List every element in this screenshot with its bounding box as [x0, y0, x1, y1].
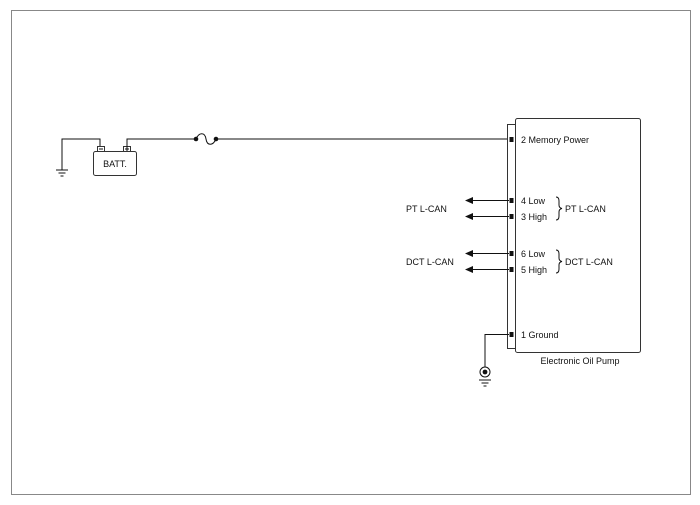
- fuse-symbol: [195, 133, 217, 145]
- dct-brace: [555, 249, 563, 274]
- pin-marker-4: [509, 198, 514, 203]
- electronic-oil-pump-module: [507, 118, 641, 353]
- pt-can-label-left: PT L-CAN: [406, 204, 447, 214]
- pt-high-arrow: [465, 213, 473, 220]
- module-body: [515, 118, 641, 353]
- pt-can-label-right: PT L-CAN: [565, 204, 606, 214]
- pin-label-dct-low: 6 Low: [521, 249, 546, 259]
- pin-marker-6: [509, 251, 514, 256]
- pin-label-pt-low: 4 Low: [521, 196, 546, 206]
- pin-marker-3: [509, 214, 514, 219]
- pin-label-dct-high: 5 High: [521, 265, 547, 275]
- module-ground-symbol: [479, 334, 509, 387]
- pin-marker-5: [509, 267, 514, 272]
- fuse-terminal-left: [193, 136, 199, 142]
- can-lines: [472, 200, 509, 270]
- battery: BATT.: [93, 146, 137, 176]
- battery-body: [93, 151, 137, 176]
- battery-ground-symbol: [56, 138, 101, 177]
- pin-label-memory-power: 2 Memory Power: [521, 135, 589, 145]
- module-name: Electronic Oil Pump: [540, 356, 619, 366]
- pin-label-pt-high: 3 High: [521, 212, 547, 222]
- pin-label-ground: 1 Ground: [521, 330, 559, 340]
- dct-low-arrow: [465, 250, 473, 257]
- dct-can-label-left: DCT L-CAN: [406, 257, 454, 267]
- battery-label: BATT.: [103, 159, 127, 169]
- dct-high-arrow: [465, 266, 473, 273]
- pin-marker-1: [509, 332, 514, 337]
- fuse-terminal-right: [213, 136, 219, 142]
- pin-markers: [509, 137, 514, 337]
- can-arrowheads: [465, 197, 473, 273]
- pin-marker-2: [509, 137, 514, 142]
- power-wire: [126, 133, 509, 147]
- connector-strip: [507, 124, 516, 349]
- dct-can-label-right: DCT L-CAN: [565, 257, 613, 267]
- pt-brace: [555, 196, 563, 221]
- pt-low-arrow: [465, 197, 473, 204]
